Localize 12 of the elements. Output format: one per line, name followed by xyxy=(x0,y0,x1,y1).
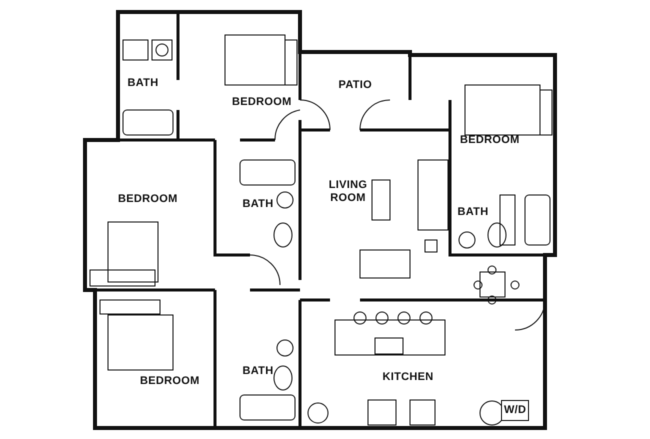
room-label: BEDROOM xyxy=(140,374,200,388)
room-label: PATIO xyxy=(338,78,372,92)
room-label: BEDROOM xyxy=(460,134,520,146)
room-label: BATH xyxy=(242,364,274,378)
room-label: BATH xyxy=(242,198,274,210)
room-label: BATH xyxy=(458,206,488,218)
room-label: BEDROOM xyxy=(118,192,178,206)
appliance-label: W/D xyxy=(501,400,530,420)
room-label: KITCHEN xyxy=(382,370,434,384)
room-label: BATH xyxy=(128,76,158,90)
room-label: LIVING ROOM xyxy=(326,179,370,205)
room-label: BEDROOM xyxy=(232,96,292,108)
